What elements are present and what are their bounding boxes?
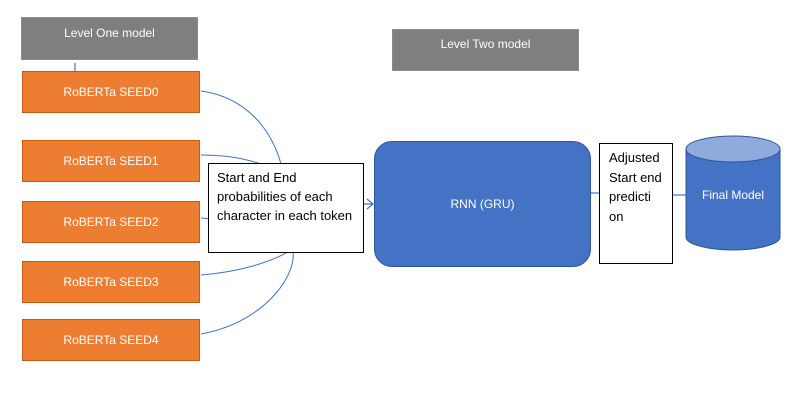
rnn-gru-label: RNN (GRU): [450, 197, 515, 211]
model-box-seed3: RoBERTa SEED3: [22, 261, 200, 303]
level-one-header: Level One model: [21, 17, 198, 60]
arrow-note-to-rnn: [364, 198, 374, 210]
model-box-seed4: RoBERTa SEED4: [22, 319, 200, 361]
connector-seed3: [200, 251, 289, 276]
model-label-seed2: RoBERTa SEED2: [63, 215, 159, 229]
cylinder-body: [685, 148, 781, 251]
level-one-header-label: Level One model: [64, 26, 155, 40]
model-box-seed1: RoBERTa SEED1: [22, 140, 200, 182]
model-box-seed2: RoBERTa SEED2: [22, 201, 200, 243]
model-label-seed3: RoBERTa SEED3: [63, 275, 159, 289]
cylinder-top: [685, 135, 781, 163]
model-label-seed0: RoBERTa SEED0: [63, 85, 159, 99]
connector-seed4: [200, 247, 294, 335]
adjusted-prediction-text: Adjusted Start end predicti on: [609, 150, 662, 224]
level-two-header: Level Two model: [392, 29, 579, 71]
probabilities-note: Start and End probabilities of each char…: [208, 163, 364, 253]
adjusted-prediction-note: Adjusted Start end predicti on: [599, 143, 673, 264]
model-box-seed0: RoBERTa SEED0: [22, 71, 200, 113]
model-label-seed4: RoBERTa SEED4: [63, 333, 159, 347]
model-label-seed1: RoBERTa SEED1: [63, 154, 159, 168]
level-two-header-label: Level Two model: [440, 37, 531, 51]
rnn-gru-box: RNN (GRU): [374, 141, 591, 267]
probabilities-note-text: Start and End probabilities of each char…: [217, 170, 353, 223]
final-model-label: Final Model: [701, 188, 765, 202]
